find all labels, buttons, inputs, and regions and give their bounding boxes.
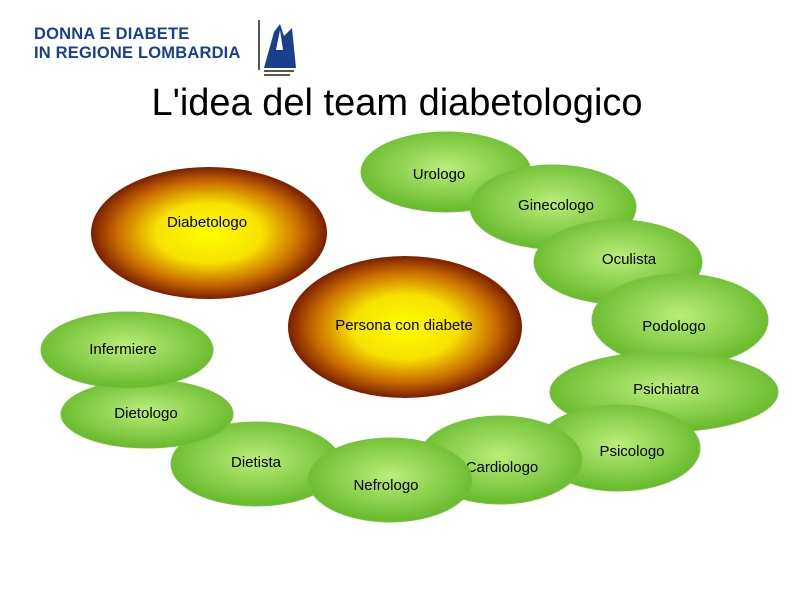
logo-text: DONNA E DIABETE IN REGIONE LOMBARDIA [34,25,241,63]
node-dietista: Dietista [170,421,342,507]
label-cardiologo: Cardiologo [466,459,539,476]
label-nefrologo: Nefrologo [353,477,418,494]
label-ginecologo: Ginecologo [518,197,594,214]
label-dietista: Dietista [231,454,282,471]
label-diabetologo: Diabetologo [167,214,247,231]
slide-title: L'idea del team diabetologico [151,82,643,124]
label-persona-con-diabete: Persona con diabete [335,317,473,334]
label-podologo: Podologo [642,318,705,335]
label-infermiere: Infermiere [89,341,157,358]
label-dietologo: Dietologo [114,405,177,422]
node-diabetologo: Diabetologo [91,167,327,299]
label-psicologo: Psicologo [599,443,664,460]
node-nefrologo: Nefrologo [307,437,473,523]
regione-lombardia-emblem-icon [258,20,298,83]
label-psichiatra: Psichiatra [633,381,700,398]
label-urologo: Urologo [413,166,466,183]
label-oculista: Oculista [602,251,657,268]
logo-line-1: DONNA E DIABETE [34,25,190,43]
logo-line-2: IN REGIONE LOMBARDIA [34,44,241,62]
node-podologo: Podologo [591,273,769,367]
node-persona-con-diabete: Persona con diabete [288,256,522,398]
node-dietologo: Dietologo [60,379,234,449]
node-infermiere: Infermiere [40,311,214,389]
